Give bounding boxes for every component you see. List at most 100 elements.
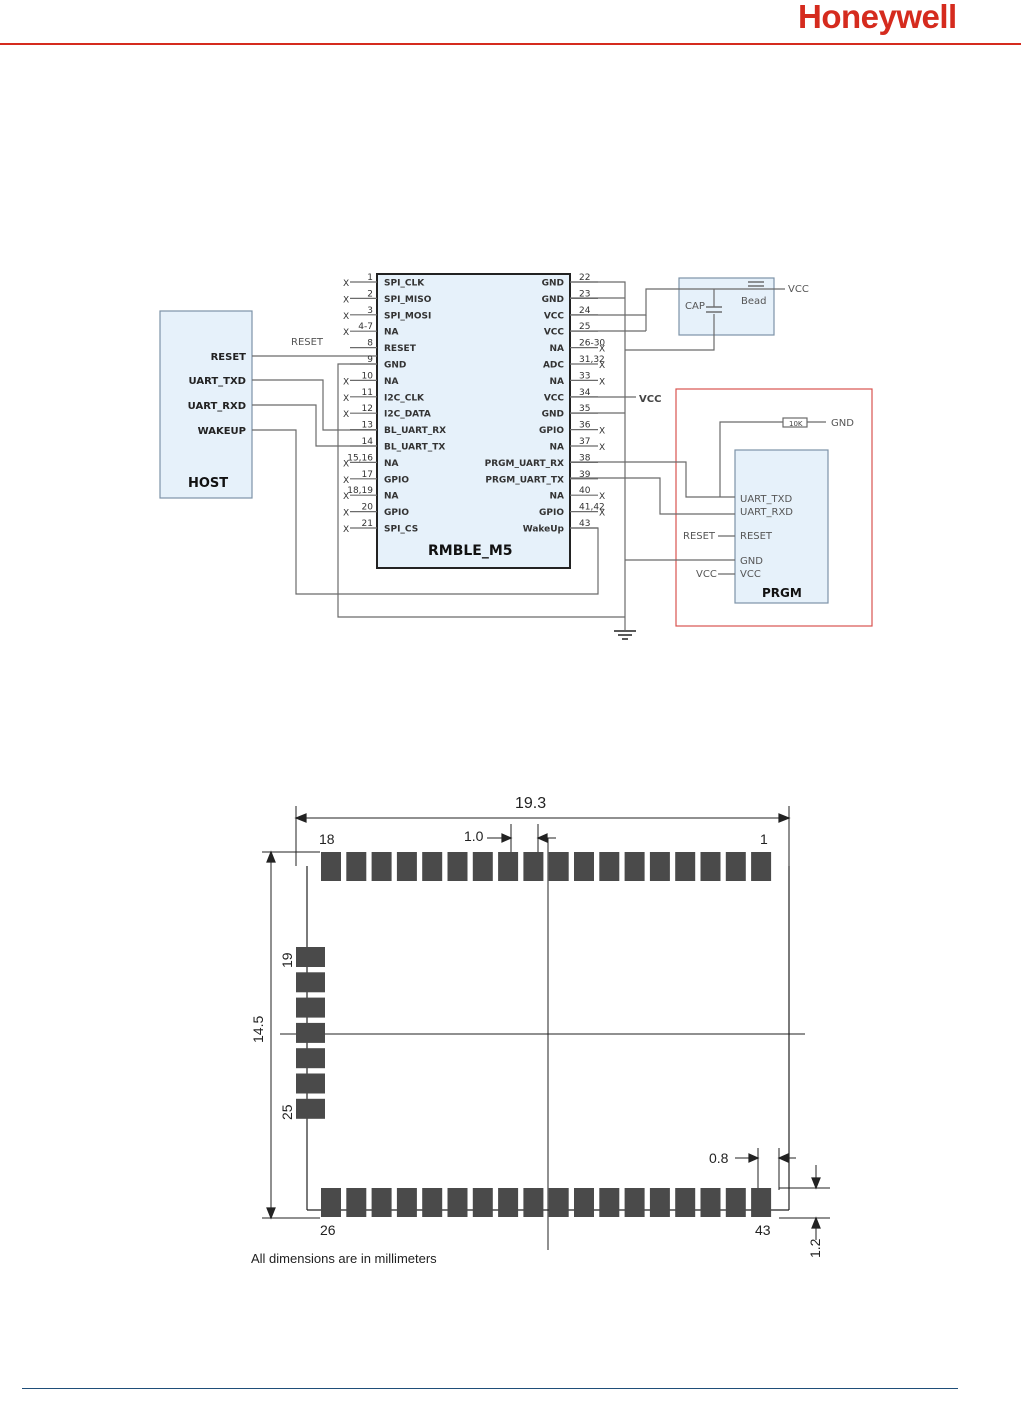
module-right-pin-num: 22 (579, 273, 590, 283)
module-left-pin-num: 3 (367, 306, 373, 316)
module-right-pin-num: 34 (579, 388, 591, 398)
height-label: 14.5 (250, 1016, 266, 1043)
prgm-pin-uart-rxd: UART_RXD (740, 507, 793, 518)
prgm-block (734, 449, 829, 604)
pin-label-1: 1 (760, 831, 768, 847)
prgm-pin-uart-txd: UART_TXD (740, 494, 792, 505)
module-left-pin-nc: X (343, 459, 349, 469)
module-left-pin-name: SPI_MISO (384, 295, 432, 305)
side-pad (296, 1048, 325, 1069)
honeywell-logo: Honeywell (798, 0, 957, 35)
prgm-pin-vcc: VCC (740, 569, 761, 580)
footprint-pads (296, 852, 772, 1217)
module-right-pin-num: 36 (579, 421, 591, 431)
module-left-pin-name: SPI_MOSI (384, 311, 431, 321)
prgm-tx-wire (570, 477, 735, 515)
module-right-pin-name: PRGM_UART_RX (485, 459, 564, 469)
module-right-pin-nc: X (599, 509, 605, 519)
units-note: All dimensions are in millimeters (251, 1251, 437, 1266)
top-pad (396, 852, 417, 881)
top-pad (371, 852, 392, 881)
module-left-pin-name: GPIO (384, 508, 409, 518)
bead-label: Bead (741, 296, 767, 307)
bottom-pad (422, 1188, 443, 1217)
power-vcc-label: VCC (788, 284, 809, 295)
left-pin-stubs (350, 281, 377, 529)
module-right-pin-num: 24 (579, 306, 591, 316)
right-pin-stubs (570, 281, 598, 529)
module-right-pin-nc: X (599, 427, 605, 437)
host-pin-uart-rxd: UART_RXD (188, 401, 246, 412)
module-left-pin-num: 2 (367, 289, 373, 299)
bottom-pad (649, 1188, 670, 1217)
bottom-pad (675, 1188, 696, 1217)
uart-rxd-wire (252, 404, 377, 447)
module-left-pin-nc: X (343, 377, 349, 387)
module-left-pin-num: 18,19 (347, 486, 373, 496)
module-right-pin-name: NA (550, 492, 565, 502)
bead-symbol (748, 281, 764, 287)
module-left-pin-name: GND (384, 361, 406, 371)
module-left-pin-name: SPI_CS (384, 525, 418, 535)
module-right-pin-nc: X (599, 492, 605, 502)
module-right-pin-name: VCC (544, 311, 565, 321)
host-title: HOST (188, 476, 228, 491)
module-left-pin-nc: X (343, 525, 349, 535)
bottom-pad (321, 1188, 341, 1217)
module-right-pin-num: 38 (579, 453, 591, 463)
module-right-pin-num: 39 (579, 470, 591, 480)
module-left-pin-num: 9 (367, 355, 373, 365)
module-right-pin-name: WakeUp (523, 525, 565, 535)
module-left-pin-num: 15,16 (347, 453, 373, 463)
module-left-pin-name: GPIO (384, 475, 409, 485)
footprint-labels: 19.3 1.0 0.8 18 1 26 43 14.5 19 25 1.2 A… (250, 795, 823, 1266)
module-left-pin-name: SPI_CLK (384, 279, 425, 289)
footer-rule (22, 1388, 958, 1389)
host-pin-wakeup: WAKEUP (198, 426, 246, 437)
module-left-pin-num: 8 (367, 339, 373, 349)
module-right-pin-name: NA (550, 344, 565, 354)
module-right-pin-name: NA (550, 377, 565, 387)
module-right-pin-name: GPIO (539, 508, 564, 518)
module-left-pin-nc: X (343, 394, 349, 404)
module-right-pin-name: GPIO (539, 426, 564, 436)
prgm-outline (675, 388, 873, 627)
top-pad (498, 852, 519, 881)
wiring-schematic (159, 273, 873, 640)
bottom-pad (751, 1188, 772, 1217)
ground-symbol (614, 630, 636, 640)
top-pad (548, 852, 569, 881)
module-left-pin-nc: X (343, 279, 349, 289)
module-left-pin-name: NA (384, 377, 399, 387)
module-left-pin-num: 11 (362, 388, 373, 398)
top-pad (700, 852, 721, 881)
module-left-pin-num: 14 (362, 437, 374, 447)
module-left-pin-nc: X (343, 328, 349, 338)
module-pin-labels: SPI_CLK1XSPI_MISO2XSPI_MOSI3XNA4-7XRESET… (343, 273, 605, 535)
cap-label: CAP (685, 301, 705, 312)
module-right-pin-num: 35 (579, 404, 590, 414)
module-left-pin-num: 1 (367, 273, 373, 283)
power-block (678, 277, 775, 336)
bottom-pad (371, 1188, 392, 1217)
prgm-gnd-label: GND (831, 418, 854, 429)
side-pad (296, 947, 325, 967)
module-right-pin-nc: X (599, 345, 605, 355)
vcc34-label: VCC (639, 394, 661, 405)
module-right-pin-num: 26-30 (579, 339, 605, 349)
footprint-drawing (262, 806, 830, 1250)
host-pin-uart-txd: UART_TXD (189, 376, 246, 387)
top-pad (447, 852, 468, 881)
module-left-pin-name: BL_UART_TX (384, 443, 445, 453)
bottom-pad (574, 1188, 594, 1217)
pullup-wire (719, 421, 783, 497)
bottom-pad (346, 1188, 367, 1217)
bottom-pad (624, 1188, 645, 1217)
module-left-pin-nc: X (343, 476, 349, 486)
module-left-pin-nc: X (343, 410, 349, 420)
pad-length-label: 1.2 (807, 1238, 823, 1258)
module-right-pin-num: 25 (579, 322, 590, 332)
bottom-pad (523, 1188, 544, 1217)
module-left-pin-nc: X (343, 492, 349, 502)
